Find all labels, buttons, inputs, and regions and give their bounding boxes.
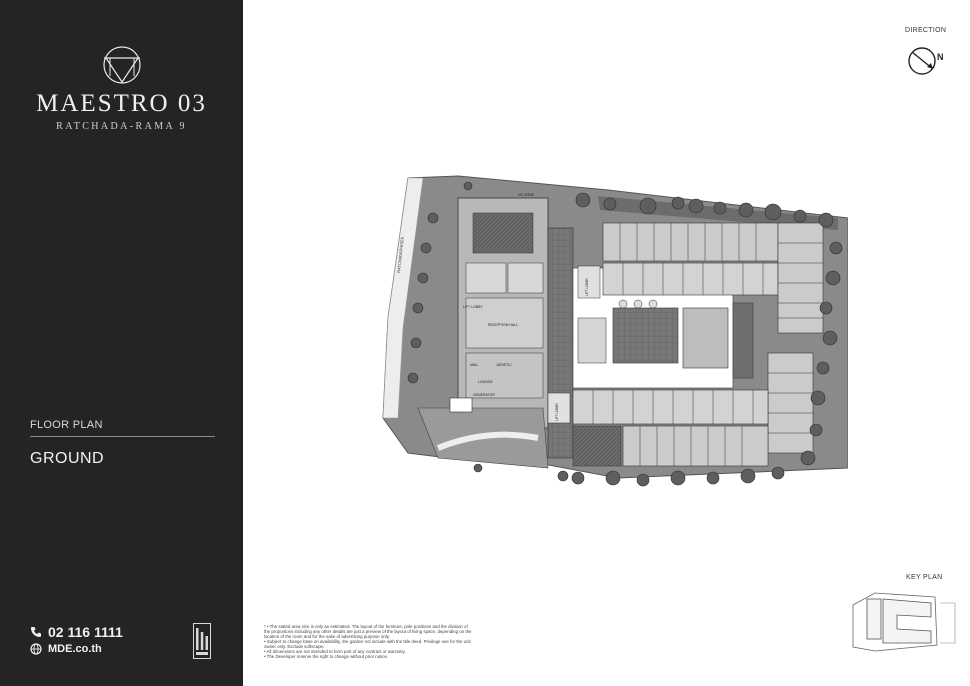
brand-name: MAESTRO 03 bbox=[36, 90, 207, 117]
lift-lobby-b-label: LIFT LOBBY bbox=[585, 277, 589, 296]
disclaimer: * • The stated area size is only an esti… bbox=[264, 624, 474, 659]
disclaimer-line: • The Developer reserve the right to cha… bbox=[264, 654, 389, 659]
phone-number: 02 116 1111 bbox=[48, 624, 123, 640]
key-plan-label: KEY PLAN bbox=[906, 574, 943, 581]
mail-label: MAIL bbox=[470, 363, 478, 367]
website-link[interactable]: MDE.co.th bbox=[30, 643, 102, 655]
section-label: FLOOR PLAN bbox=[30, 419, 103, 431]
upper-unit-row bbox=[602, 222, 779, 296]
disclaimer-line: * • The stated area size is only an esti… bbox=[264, 624, 472, 639]
key-plan-diagram bbox=[852, 592, 956, 652]
drop-zone-label: NO ZONE bbox=[518, 193, 535, 197]
tree-canopy bbox=[407, 181, 843, 487]
globe-icon bbox=[30, 643, 42, 655]
compass-icon: N bbox=[908, 47, 944, 75]
lift-lobby-a-label: LIFT LOBBY bbox=[463, 305, 483, 309]
lounge-label: LOUNGE bbox=[478, 380, 493, 384]
direction-label: DIRECTION bbox=[905, 27, 947, 34]
road-label: RATCHADAPHISEK bbox=[396, 236, 405, 273]
phone-contact[interactable]: 02 116 1111 bbox=[30, 624, 123, 640]
phone-icon bbox=[31, 627, 41, 637]
disclaimer-line: • All dimensions are not intended to for… bbox=[264, 649, 406, 654]
juristic-label: JURISTIC bbox=[496, 363, 512, 367]
right-unit-column bbox=[767, 222, 824, 454]
brand-subtitle: RATCHADA-RAMA 9 bbox=[56, 121, 187, 132]
sidebar: MAESTRO 03 RATCHADA-RAMA 9 FLOOR PLAN GR… bbox=[0, 0, 243, 686]
lift-lobby-c-label: LIFT LOBBY bbox=[555, 402, 559, 421]
ground-floor-plan: RATCHADAPHISEK LIFT LOBBY RECEPTION HALL… bbox=[382, 175, 848, 487]
reception-label: RECEPTION HALL bbox=[488, 323, 518, 327]
north-label: N bbox=[937, 52, 944, 62]
website-url: MDE.co.th bbox=[48, 643, 102, 655]
floor-name: GROUND bbox=[30, 450, 105, 467]
developer-logo-icon bbox=[193, 623, 211, 659]
disclaimer-line: • Subject to change base on availability… bbox=[264, 639, 471, 649]
generator-label: GENERATOR bbox=[473, 393, 495, 397]
divider bbox=[30, 436, 215, 437]
maestro-logo-icon bbox=[103, 46, 141, 84]
lower-unit-row bbox=[572, 389, 769, 467]
